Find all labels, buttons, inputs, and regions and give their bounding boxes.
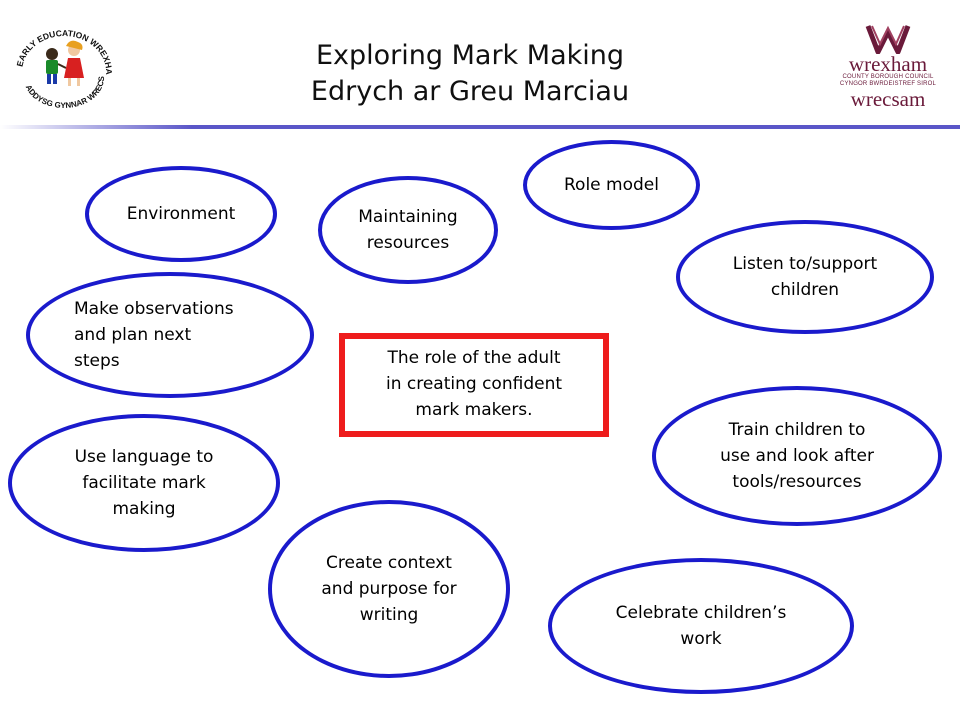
oval-text-line: Maintaining [358,207,458,227]
oval-environment: Environment [85,166,277,262]
oval-text-line: Use language to [74,447,214,467]
oval-text-line: Make observations [74,299,234,319]
oval-text-line: Role model [564,175,659,195]
oval-text-line: children [770,280,840,300]
wrexham-council-logo: wrexham COUNTY BOROUGH COUNCIL CYNGOR BW… [838,24,938,110]
oval-text-line: steps [74,351,120,371]
page-title: Exploring Mark Making Edrych ar Greu Mar… [260,38,680,110]
oval-listen-support: Listen to/support children [676,220,934,334]
logo-council-en: COUNTY BOROUGH COUNCIL [842,74,934,80]
oval-text-line: making [112,499,176,519]
oval-text-line: Train children to [728,420,866,440]
oval-maintaining-resources: Maintaining resources [318,176,498,284]
logo-wrecsam-text: wrecsam [850,87,926,111]
early-education-wrexham-logo: EARLY EDUCATION WREXHAM ADDYSG GYNNAR WR… [4,12,118,114]
oval-text-line: resources [366,233,450,253]
wrexham-w-emblem-icon [865,25,911,54]
oval-use-language: Use language to facilitate mark making [8,414,280,552]
oval-text-line: writing [359,605,419,625]
oval-create-context: Create context and purpose for writing [268,500,510,678]
oval-observations: Make observations and plan next steps [26,272,314,398]
oval-text-line: and plan next [74,325,192,345]
center-text-line: mark makers. [415,400,533,420]
oval-text-line: Listen to/support [732,254,878,274]
oval-text-line: Create context [326,553,452,573]
header-divider [0,125,960,129]
oval-text-line: use and look after [720,446,874,466]
oval-text-line: tools/resources [732,472,862,492]
oval-text-line: and purpose for [321,579,457,599]
title-line-english: Exploring Mark Making [315,40,625,71]
oval-role-model: Role model [523,140,700,230]
title-line-welsh: Edrych ar Greu Marciau [310,76,630,107]
oval-text-line: Environment [126,204,236,224]
logo-council-cy: CYNGOR BWRDEISTREF SIROL [839,81,937,87]
oval-text-line: facilitate mark [82,473,206,493]
center-text-line: The role of the adult [387,348,561,368]
central-concept-box: The role of the adult in creating confid… [339,333,609,437]
oval-text-line: Celebrate children’s [615,603,787,623]
oval-text-line: work [680,629,722,649]
center-text-line: in creating confident [385,374,563,394]
oval-celebrate-work: Celebrate children’s work [548,558,854,694]
oval-train-children: Train children to use and look after too… [652,386,942,526]
logo-wrexham-text: wrexham [848,52,928,76]
